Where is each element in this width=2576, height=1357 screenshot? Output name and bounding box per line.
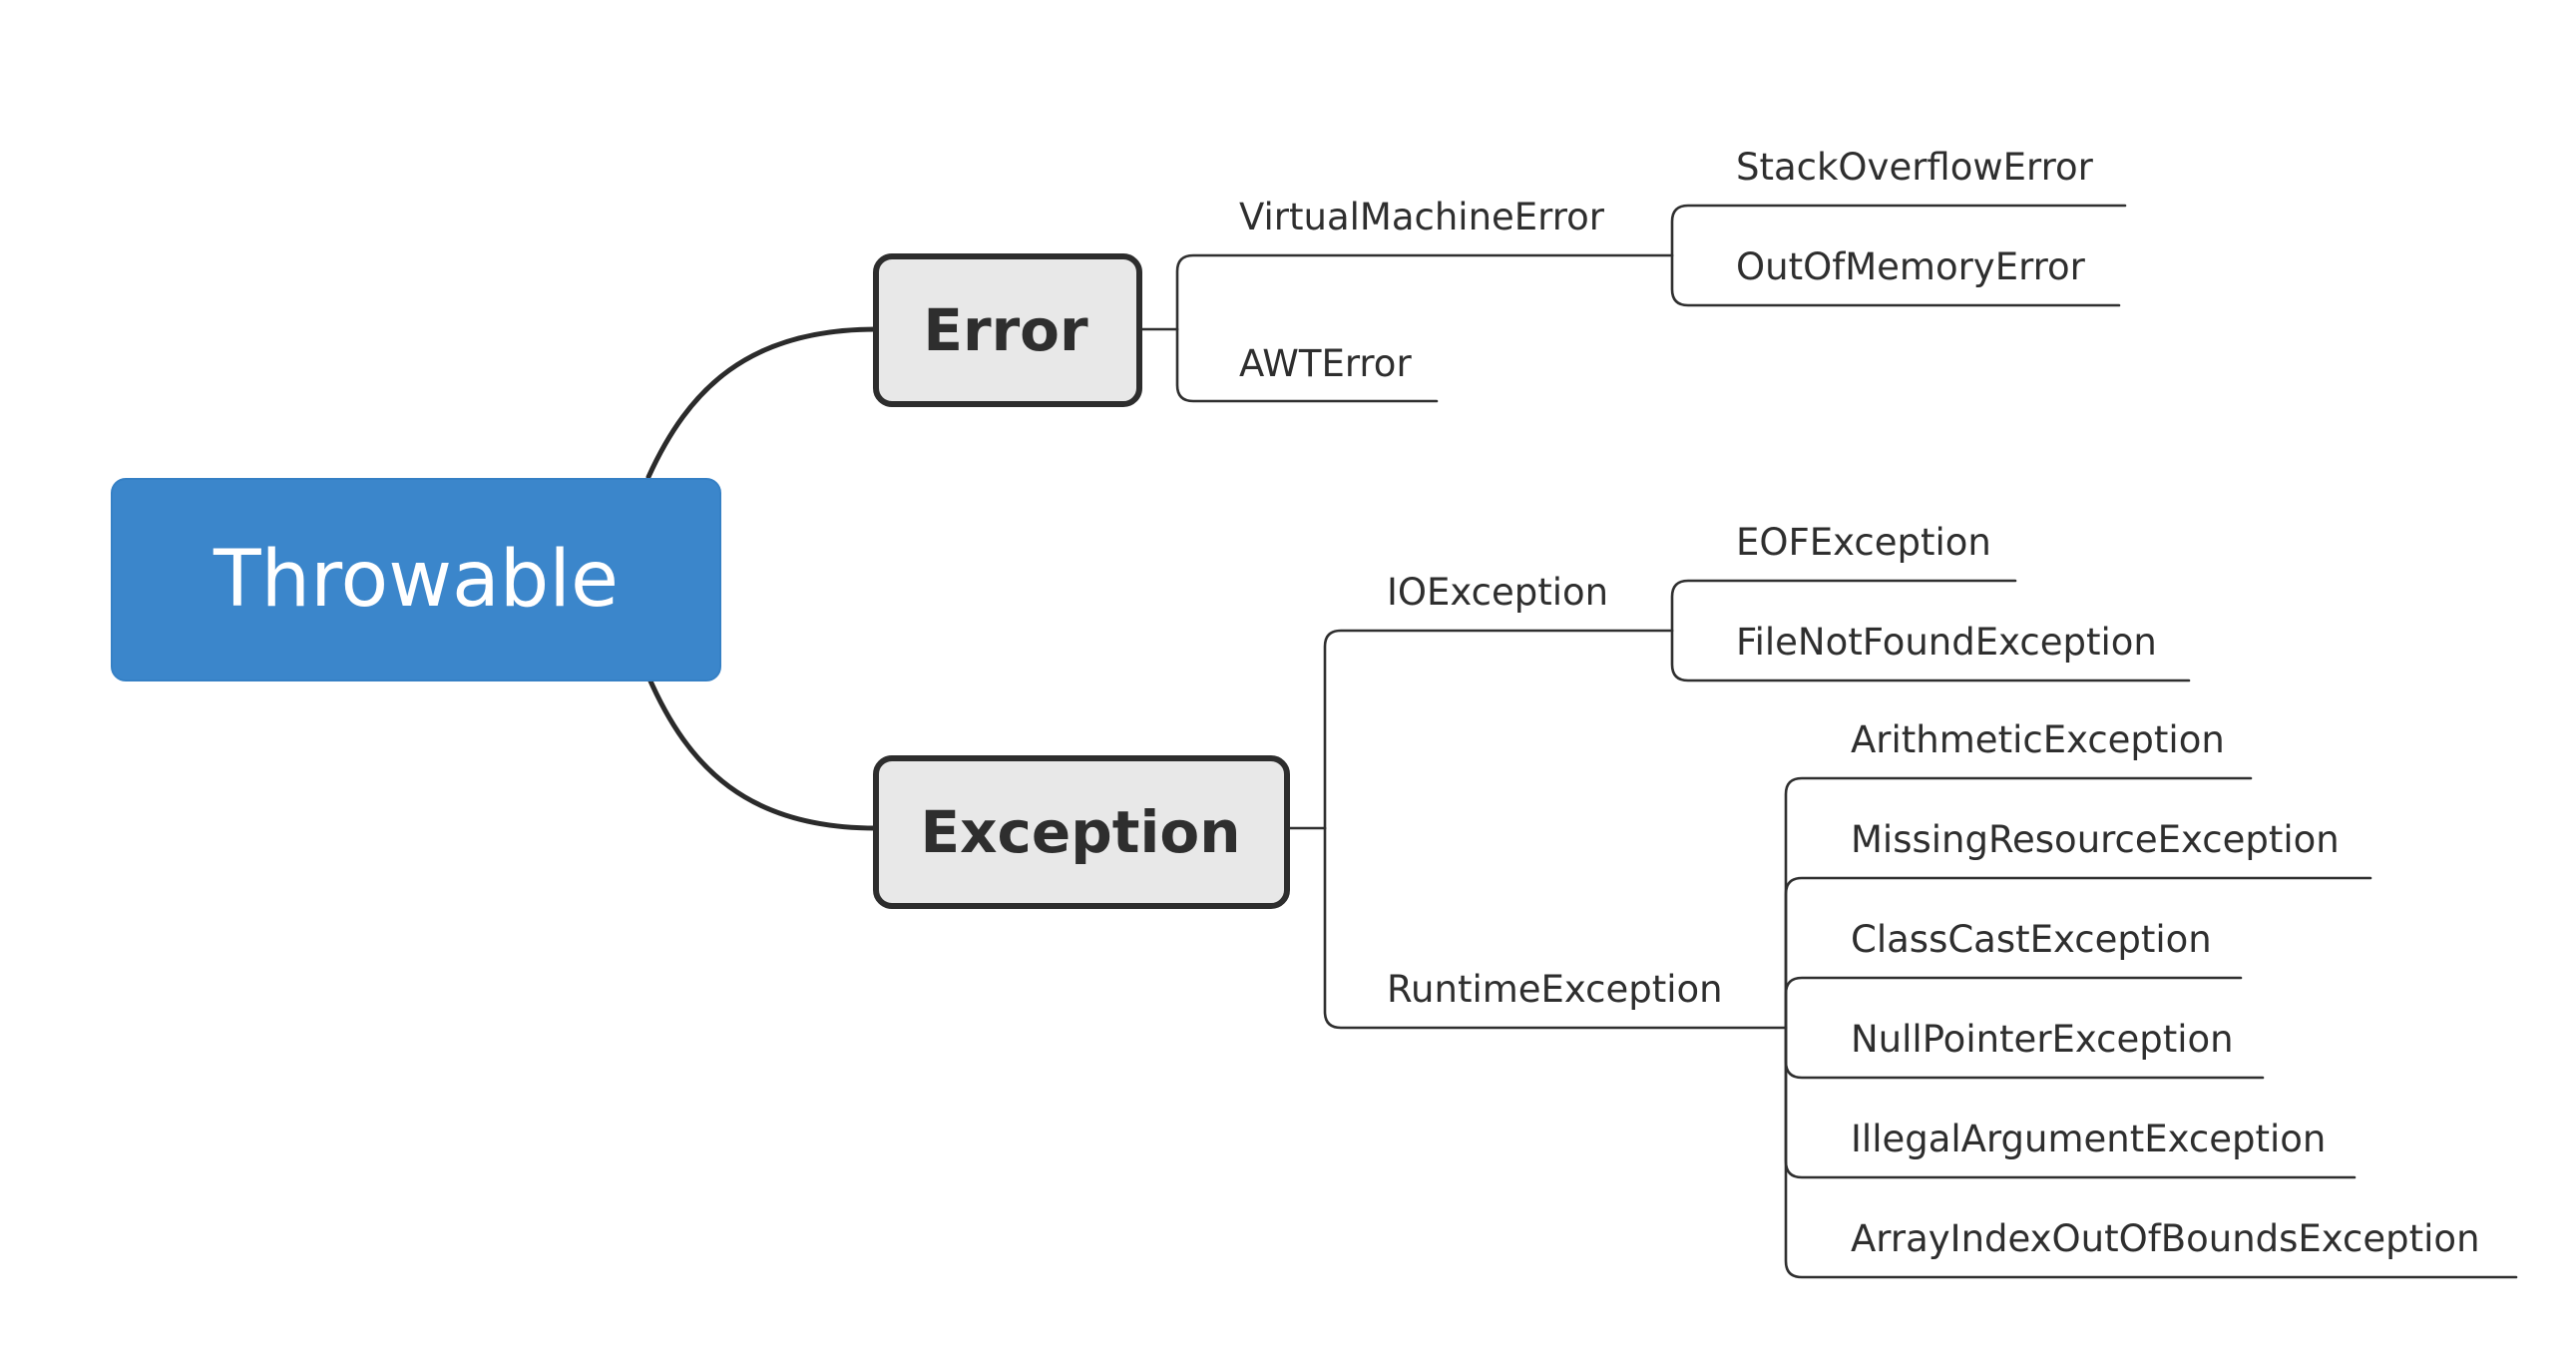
connector-runtime-missing — [1784, 876, 2372, 1030]
node-classcastexception[interactable]: ClassCastException — [1851, 918, 2212, 961]
node-awterror[interactable]: AWTError — [1239, 342, 1412, 385]
throwable-box — [111, 478, 721, 681]
connector-error-vmerror — [1175, 253, 1674, 331]
node-illegalargumentexception[interactable]: IllegalArgumentException — [1851, 1118, 2326, 1160]
exception-box — [873, 755, 1290, 909]
connector-root-exception — [645, 674, 879, 831]
connector-vmerror-oom — [1670, 253, 2121, 307]
connector-runtime-aioobe — [1784, 1026, 2518, 1279]
node-runtimeexception[interactable]: RuntimeException — [1387, 968, 1723, 1011]
node-error[interactable]: Error — [873, 253, 1142, 407]
connector-io-eof — [1670, 579, 2017, 633]
node-eofexception[interactable]: EOFException — [1736, 521, 1991, 564]
node-missingresourceexception[interactable]: MissingResourceException — [1851, 818, 2340, 861]
exception-connectors — [1285, 579, 2518, 1279]
node-exception[interactable]: Exception — [873, 755, 1290, 909]
node-outofmemoryerror[interactable]: OutOfMemoryError — [1736, 245, 2086, 288]
node-nullpointerexception[interactable]: NullPointerException — [1851, 1018, 2234, 1061]
node-arrayindexoutofboundsexception[interactable]: ArrayIndexOutOfBoundsException — [1851, 1217, 2480, 1260]
connector-root-error — [645, 326, 879, 480]
connector-error-awterror — [1175, 327, 1439, 403]
connector-exception-runtime — [1323, 826, 1788, 1030]
error-label: Error — [923, 296, 1088, 364]
node-virtualmachineerror[interactable]: VirtualMachineError — [1239, 196, 1605, 238]
error-box — [873, 253, 1142, 407]
node-arithmeticexception[interactable]: ArithmeticException — [1851, 718, 2225, 761]
connector-vmerror-children — [1670, 204, 2127, 257]
connector-io-fnf — [1670, 629, 2191, 682]
connector-exception-ioexception — [1323, 629, 1674, 830]
error-connectors — [1137, 204, 2127, 403]
connector-runtime-classcast — [1784, 976, 2243, 1030]
connector-runtime-arith — [1784, 776, 2253, 1030]
node-filenotfoundexception[interactable]: FileNotFoundException — [1736, 621, 2157, 664]
throwable-label: Throwable — [213, 535, 619, 625]
node-throwable[interactable]: Throwable — [111, 478, 721, 681]
exception-label: Exception — [920, 798, 1240, 866]
node-ioexception[interactable]: IOException — [1387, 571, 1608, 614]
node-stackoverflowerror[interactable]: StackOverflowError — [1736, 146, 2094, 189]
